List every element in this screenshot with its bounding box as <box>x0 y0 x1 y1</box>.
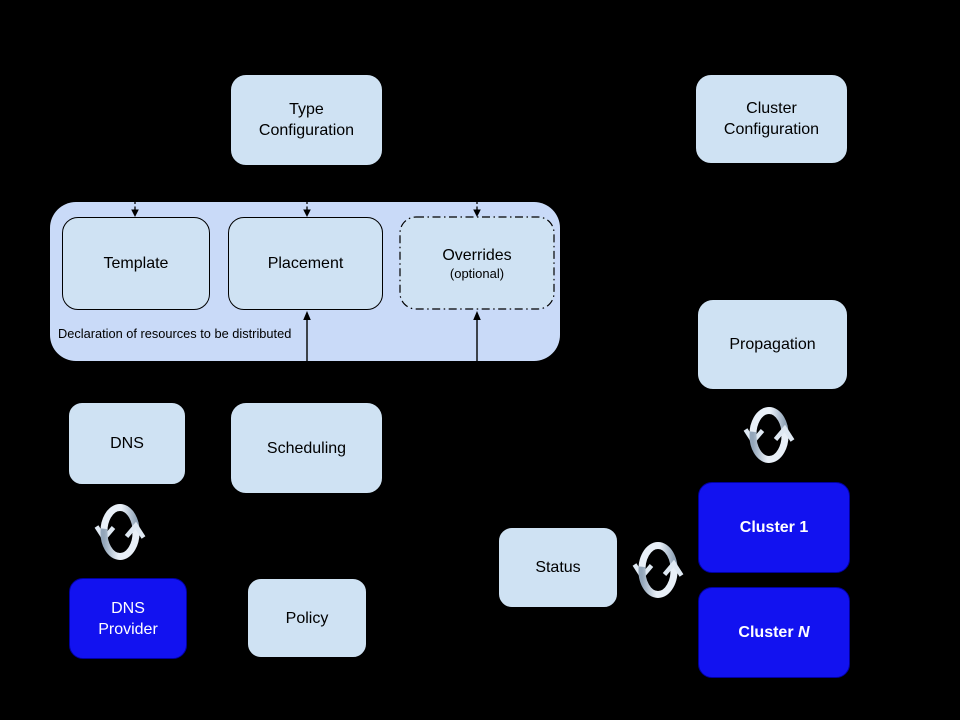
dashed-arrow-into-placement-icon <box>303 201 311 217</box>
dashed-arrow-into-overrides-icon <box>473 201 481 217</box>
type-configuration-node: Type Configuration <box>230 74 383 166</box>
dns-provider-node: DNS Provider <box>69 578 187 659</box>
overrides-label: Overrides <box>442 247 512 264</box>
propagation-label: Propagation <box>729 336 816 353</box>
cluster-n-label: Cluster N <box>738 624 810 641</box>
placement-node: Placement <box>228 217 383 310</box>
cluster-n-node: Cluster N <box>698 587 850 678</box>
status-node: Status <box>498 527 618 608</box>
overrides-sublabel: (optional) <box>449 266 505 281</box>
propagation-node: Propagation <box>697 299 848 390</box>
type-configuration-label: Type Configuration <box>258 101 355 139</box>
policy-label: Policy <box>285 609 329 627</box>
cluster-configuration-node: Cluster Configuration <box>695 74 848 164</box>
up-arrow-into-overrides-icon <box>473 311 481 361</box>
propagation-sync-icon <box>743 407 795 463</box>
scheduling-node: Scheduling <box>230 402 383 494</box>
template-node: Template <box>62 217 210 310</box>
cluster-1-node: Cluster 1 <box>698 482 850 573</box>
scheduling-label: Scheduling <box>266 439 347 457</box>
dns-node: DNS <box>68 402 186 485</box>
policy-node: Policy <box>247 578 367 658</box>
dns-provider-label: DNS Provider <box>98 599 158 638</box>
dns-sync-icon <box>94 504 146 560</box>
placement-label: Placement <box>267 255 344 272</box>
overrides-node: Overrides (optional) <box>399 216 555 310</box>
container-caption: Declaration of resources to be distribut… <box>58 326 292 341</box>
cluster-configuration-label: Cluster Configuration <box>723 100 820 138</box>
cluster-1-label: Cluster 1 <box>739 519 809 536</box>
status-sync-icon <box>632 542 684 598</box>
dns-label: DNS <box>110 435 144 452</box>
dashed-arrow-into-template-icon <box>131 201 139 217</box>
up-arrow-into-placement-icon <box>303 311 311 361</box>
template-label: Template <box>103 255 169 272</box>
status-label: Status <box>535 559 581 576</box>
